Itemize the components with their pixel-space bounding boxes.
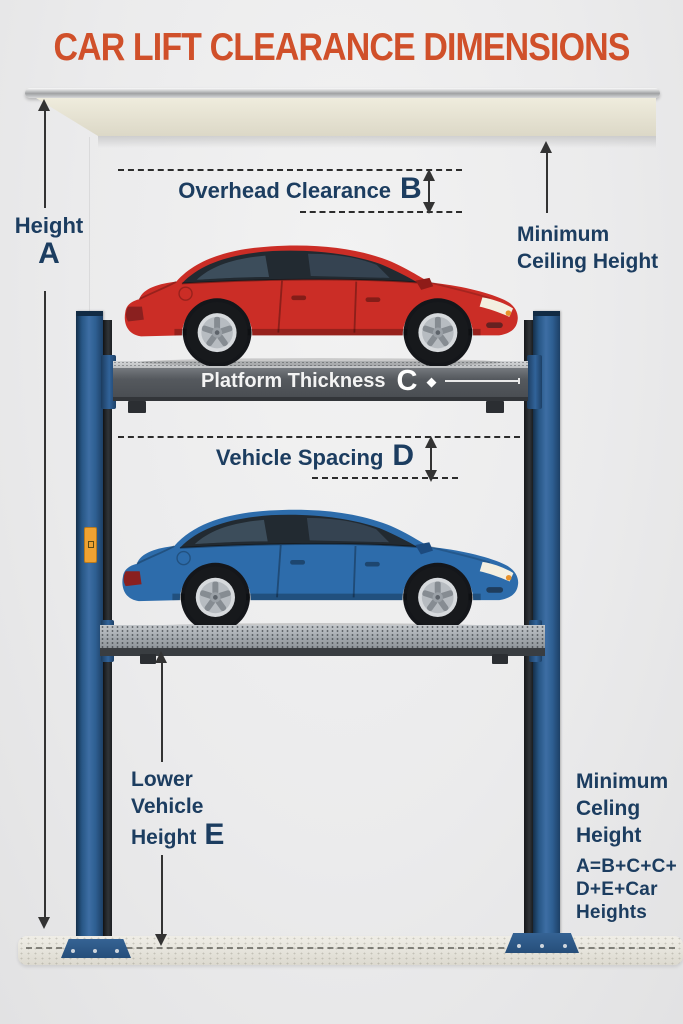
overhead-clearance-annotation: Overhead Clearance B (150, 174, 450, 204)
lower-vehicle-line-lower (161, 855, 163, 935)
height-a-annotation: Height A (6, 213, 92, 269)
lower-vehicle-letter: E (204, 818, 225, 851)
overhead-clearance-letter: B (400, 172, 422, 205)
formula-title-line2: Celing (576, 797, 641, 820)
lower-vehicle-arrowhead-down-icon (155, 934, 167, 946)
height-a-arrowhead-up-icon (38, 99, 50, 111)
min-ceiling-line2: Ceiling Height (517, 250, 659, 273)
arrowhead-up-icon (423, 169, 435, 181)
lower-platform-left-foot (140, 654, 156, 664)
warning-sticker (84, 527, 97, 563)
bolt (71, 949, 75, 954)
height-a-line-upper (44, 110, 46, 208)
left-post-base-plate (61, 939, 131, 958)
diamond-marker-icon: ◆ (426, 373, 437, 389)
overhead-clearance-label: Overhead Clearance (178, 178, 392, 203)
bolt (115, 949, 119, 954)
overhead-clearance-dash-top (118, 169, 462, 171)
ceiling-bar (25, 88, 660, 98)
right-post-base-plate (505, 933, 579, 953)
lower-platform-underside (100, 648, 545, 656)
height-a-label: Height (14, 213, 84, 238)
min-ceiling-arrowhead-up-icon (540, 141, 552, 153)
platform-thickness-annotation: Platform Thickness C ◆ (201, 365, 520, 397)
left-lift-post (76, 311, 103, 945)
upper-platform-left-foot (128, 401, 146, 413)
vehicle-spacing-dimension-arrow (425, 436, 437, 482)
overhead-clearance-dash-bottom (300, 211, 462, 213)
lower-platform (100, 625, 545, 650)
vehicle-spacing-label: Vehicle Spacing (215, 445, 384, 470)
min-ceiling-formula-annotation: Minimum Celing Height A=B+C+C+ D+E+Car H… (576, 768, 682, 924)
ceiling-soffit (36, 98, 656, 136)
upper-red-car-illustration (123, 244, 519, 366)
bolt (517, 944, 521, 948)
lower-vehicle-height-annotation: Lower Vehicle Height E (131, 766, 251, 851)
bolt (540, 944, 544, 948)
vehicle-spacing-annotation: Vehicle Spacing D (165, 441, 465, 471)
bolt (563, 944, 567, 948)
right-post-cap (533, 311, 560, 316)
arrow-stem (428, 178, 430, 205)
lower-vehicle-arrowhead-up-icon (155, 651, 167, 663)
bolt (93, 949, 97, 954)
overhead-clearance-dimension-arrow (423, 169, 435, 214)
formula-title-line3: Height (576, 824, 642, 847)
warning-icon (88, 541, 94, 548)
upper-platform-left-bracket (101, 355, 116, 409)
vehicle-spacing-dash-bottom (312, 477, 458, 479)
formula-line1: A=B+C+C+ (576, 856, 677, 877)
formula-title-line1: Minimum (576, 770, 669, 793)
formula-line3: Heights (576, 902, 648, 923)
vehicle-spacing-letter: D (392, 439, 415, 472)
arrowhead-down-icon (425, 470, 437, 482)
wall-corner-line (89, 137, 90, 313)
lower-vehicle-line1: Lower (131, 768, 193, 791)
formula-line2: D+E+Car (576, 879, 658, 900)
height-a-line-lower (44, 291, 46, 918)
min-ceiling-line1: Minimum (517, 223, 610, 246)
arrowhead-down-icon (423, 202, 435, 214)
arrowhead-up-icon (425, 436, 437, 448)
min-ceiling-arrow-line (546, 153, 548, 213)
upper-platform-right-bracket (527, 355, 542, 409)
height-a-letter: A (38, 237, 60, 270)
left-post-cap (76, 311, 103, 316)
page-title: CAR LIFT CLEARANCE DIMENSIONS (53, 26, 630, 69)
lower-vehicle-line3: Height (131, 826, 197, 849)
min-ceiling-height-annotation: Minimum Ceiling Height (517, 221, 667, 275)
arrow-stem (430, 445, 432, 473)
platform-thickness-label: Platform Thickness (201, 369, 386, 392)
platform-thickness-letter: C (396, 364, 418, 397)
ceiling-shadow (98, 136, 656, 148)
lower-platform-right-foot (492, 654, 508, 664)
upper-platform: Platform Thickness C ◆ (113, 365, 528, 401)
lower-vehicle-line2: Vehicle (131, 795, 204, 818)
height-a-arrowhead-down-icon (38, 917, 50, 929)
pointer-line-end-tick (518, 378, 520, 384)
vehicle-spacing-dash-top (118, 436, 520, 438)
platform-thickness-pointer-line (445, 378, 520, 384)
upper-platform-right-foot (486, 401, 504, 413)
floor-dashed-line (26, 947, 675, 949)
lower-blue-car-illustration (121, 508, 520, 631)
lower-vehicle-line-upper (161, 662, 163, 762)
